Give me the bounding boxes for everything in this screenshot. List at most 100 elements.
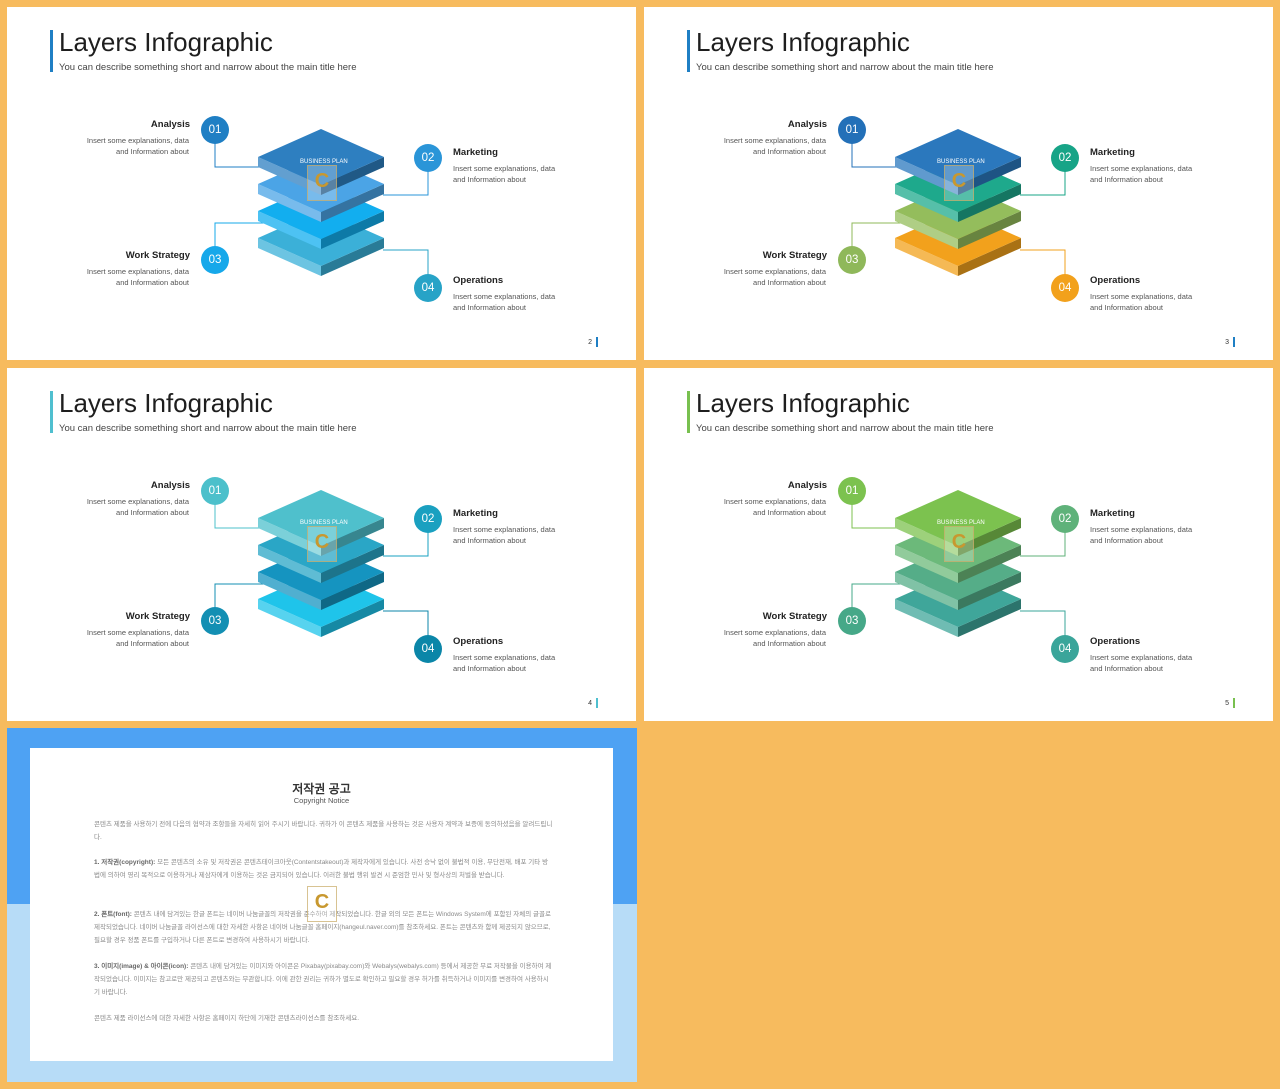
layer-left-face (895, 572, 958, 610)
step-number-03: 03 (201, 246, 229, 274)
layer-1 (258, 490, 384, 556)
step-description-02: Insert some explanations, data and Infor… (453, 164, 556, 184)
connector-line-3 (214, 583, 269, 610)
step-description-03: Insert some explanations, data and Infor… (723, 628, 826, 648)
copyright-section-1: 1. 저작권(copyright): 모든 콘텐츠의 소유 및 저작권은 콘텐츠… (94, 856, 554, 882)
connector-line-4 (383, 249, 429, 275)
layers-stack-graphic (851, 129, 1066, 276)
slide-subtitle: You can describe something short and nar… (696, 62, 994, 73)
step-label-03: Work Strategy (125, 611, 190, 622)
page-number-bar (596, 698, 598, 708)
step-description-03: Insert some explanations, data and Infor… (86, 628, 189, 648)
step-number-04: 04 (414, 274, 442, 302)
slide-subtitle: You can describe something short and nar… (696, 423, 994, 434)
step-label-01: Analysis (150, 480, 190, 491)
step-number-01: 01 (838, 477, 866, 505)
page-number: 3 (1225, 339, 1229, 346)
step-number-01: 01 (201, 116, 229, 144)
layer-top-face (258, 129, 384, 185)
layers-stack-graphic (851, 490, 1066, 637)
copyright-section-1-heading: 1. 저작권(copyright): (94, 859, 156, 866)
page-number-bar (1233, 337, 1235, 347)
slide-title: Layers Infographic (696, 388, 910, 418)
slide-title: Layers Infographic (59, 388, 273, 418)
step-label-03: Work Strategy (762, 611, 827, 622)
business-plan-label: BUSINESS PLAN (937, 159, 985, 165)
layer-left-face (258, 157, 321, 195)
title-accent-bar (687, 391, 690, 433)
layer-left-face (258, 572, 321, 610)
layer-left-face (895, 599, 958, 637)
business-plan-label: BUSINESS PLAN (937, 520, 985, 526)
copyright-subtitle: Copyright Notice (293, 796, 350, 805)
copyright-section-2-heading: 2. 폰트(font): (94, 911, 132, 918)
step-label-04: Operations (1090, 275, 1141, 286)
title-accent-bar (50, 391, 53, 433)
page-number: 5 (1225, 700, 1229, 707)
layer-top-face (895, 129, 1021, 185)
step-label-03: Work Strategy (762, 250, 827, 261)
step-description-02: Insert some explanations, data and Infor… (453, 525, 556, 545)
layer-left-face (258, 238, 321, 276)
layers-stack-graphic (214, 129, 429, 276)
layer-left-face (258, 518, 321, 556)
connector-line-1 (214, 142, 269, 168)
step-description-01: Insert some explanations, data and Infor… (723, 136, 826, 156)
step-number-02: 02 (1051, 505, 1079, 533)
step-description-02: Insert some explanations, data and Infor… (1090, 164, 1193, 184)
step-description-03: Insert some explanations, data and Infor… (86, 267, 189, 287)
step-description-04: Insert some explanations, data and Infor… (1090, 292, 1193, 312)
step-label-04: Operations (1090, 636, 1141, 647)
step-number-02: 02 (1051, 144, 1079, 172)
layer-right-face (958, 572, 1021, 610)
copyright-section-3-heading: 3. 이미지(image) & 아이콘(icon): (94, 963, 189, 970)
step-label-02: Marketing (1090, 147, 1135, 158)
step-description-04: Insert some explanations, data and Infor… (453, 292, 556, 312)
step-label-02: Marketing (453, 147, 498, 158)
step-description-01: Insert some explanations, data and Infor… (86, 497, 189, 517)
copyright-card: 저작권 공고 Copyright Notice 콘텐츠 제품을 사용하기 전에 … (30, 748, 613, 1061)
layer-left-face (895, 184, 958, 222)
connector-line-4 (1020, 249, 1066, 275)
layer-right-face (321, 238, 384, 276)
connector-line-3 (851, 222, 906, 249)
layer-left-face (258, 184, 321, 222)
business-plan-label: BUSINESS PLAN (300, 159, 348, 165)
step-number-03: 03 (201, 607, 229, 635)
step-description-04: Insert some explanations, data and Infor… (1090, 653, 1193, 673)
step-number-02: 02 (414, 144, 442, 172)
copyright-slide: 저작권 공고 Copyright Notice 콘텐츠 제품을 사용하기 전에 … (7, 728, 637, 1082)
layer-right-face (958, 238, 1021, 276)
watermark-logo: C (307, 526, 337, 562)
layers-stack-graphic (214, 490, 429, 637)
connector-line-4 (1020, 610, 1066, 636)
page-number-bar (1233, 698, 1235, 708)
layer-left-face (895, 211, 958, 249)
layer-right-face (321, 545, 384, 583)
title-accent-bar (50, 30, 53, 72)
watermark-logo: C (944, 526, 974, 562)
slide-4: Layers Infographic You can describe some… (7, 368, 636, 721)
step-label-04: Operations (453, 275, 504, 286)
watermark-logo: C (307, 165, 337, 201)
step-label-03: Work Strategy (125, 250, 190, 261)
step-number-04: 04 (1051, 635, 1079, 663)
connector-line-2 (1020, 170, 1066, 196)
connector-line-1 (851, 503, 906, 529)
layer-left-face (258, 211, 321, 249)
step-number-04: 04 (414, 635, 442, 663)
slide-subtitle: You can describe something short and nar… (59, 423, 357, 434)
copyright-section-2: 2. 폰트(font): 콘텐츠 내에 담겨있는 한글 폰트는 네이버 나눔글꼴… (94, 908, 554, 947)
layer-left-face (258, 545, 321, 583)
step-number-02: 02 (414, 505, 442, 533)
copyright-section-3-body: 콘텐츠 내에 담겨있는 이미지와 아이콘은 Pixabay(pixabay.co… (94, 963, 552, 996)
slide-title: Layers Infographic (59, 27, 273, 57)
layer-right-face (321, 211, 384, 249)
layer-right-face (958, 599, 1021, 637)
business-plan-label: BUSINESS PLAN (300, 520, 348, 526)
step-description-02: Insert some explanations, data and Infor… (1090, 525, 1193, 545)
layer-left-face (895, 545, 958, 583)
connector-line-2 (383, 531, 429, 557)
copyright-title: 저작권 공고 (292, 782, 351, 796)
connector-line-1 (214, 503, 269, 529)
